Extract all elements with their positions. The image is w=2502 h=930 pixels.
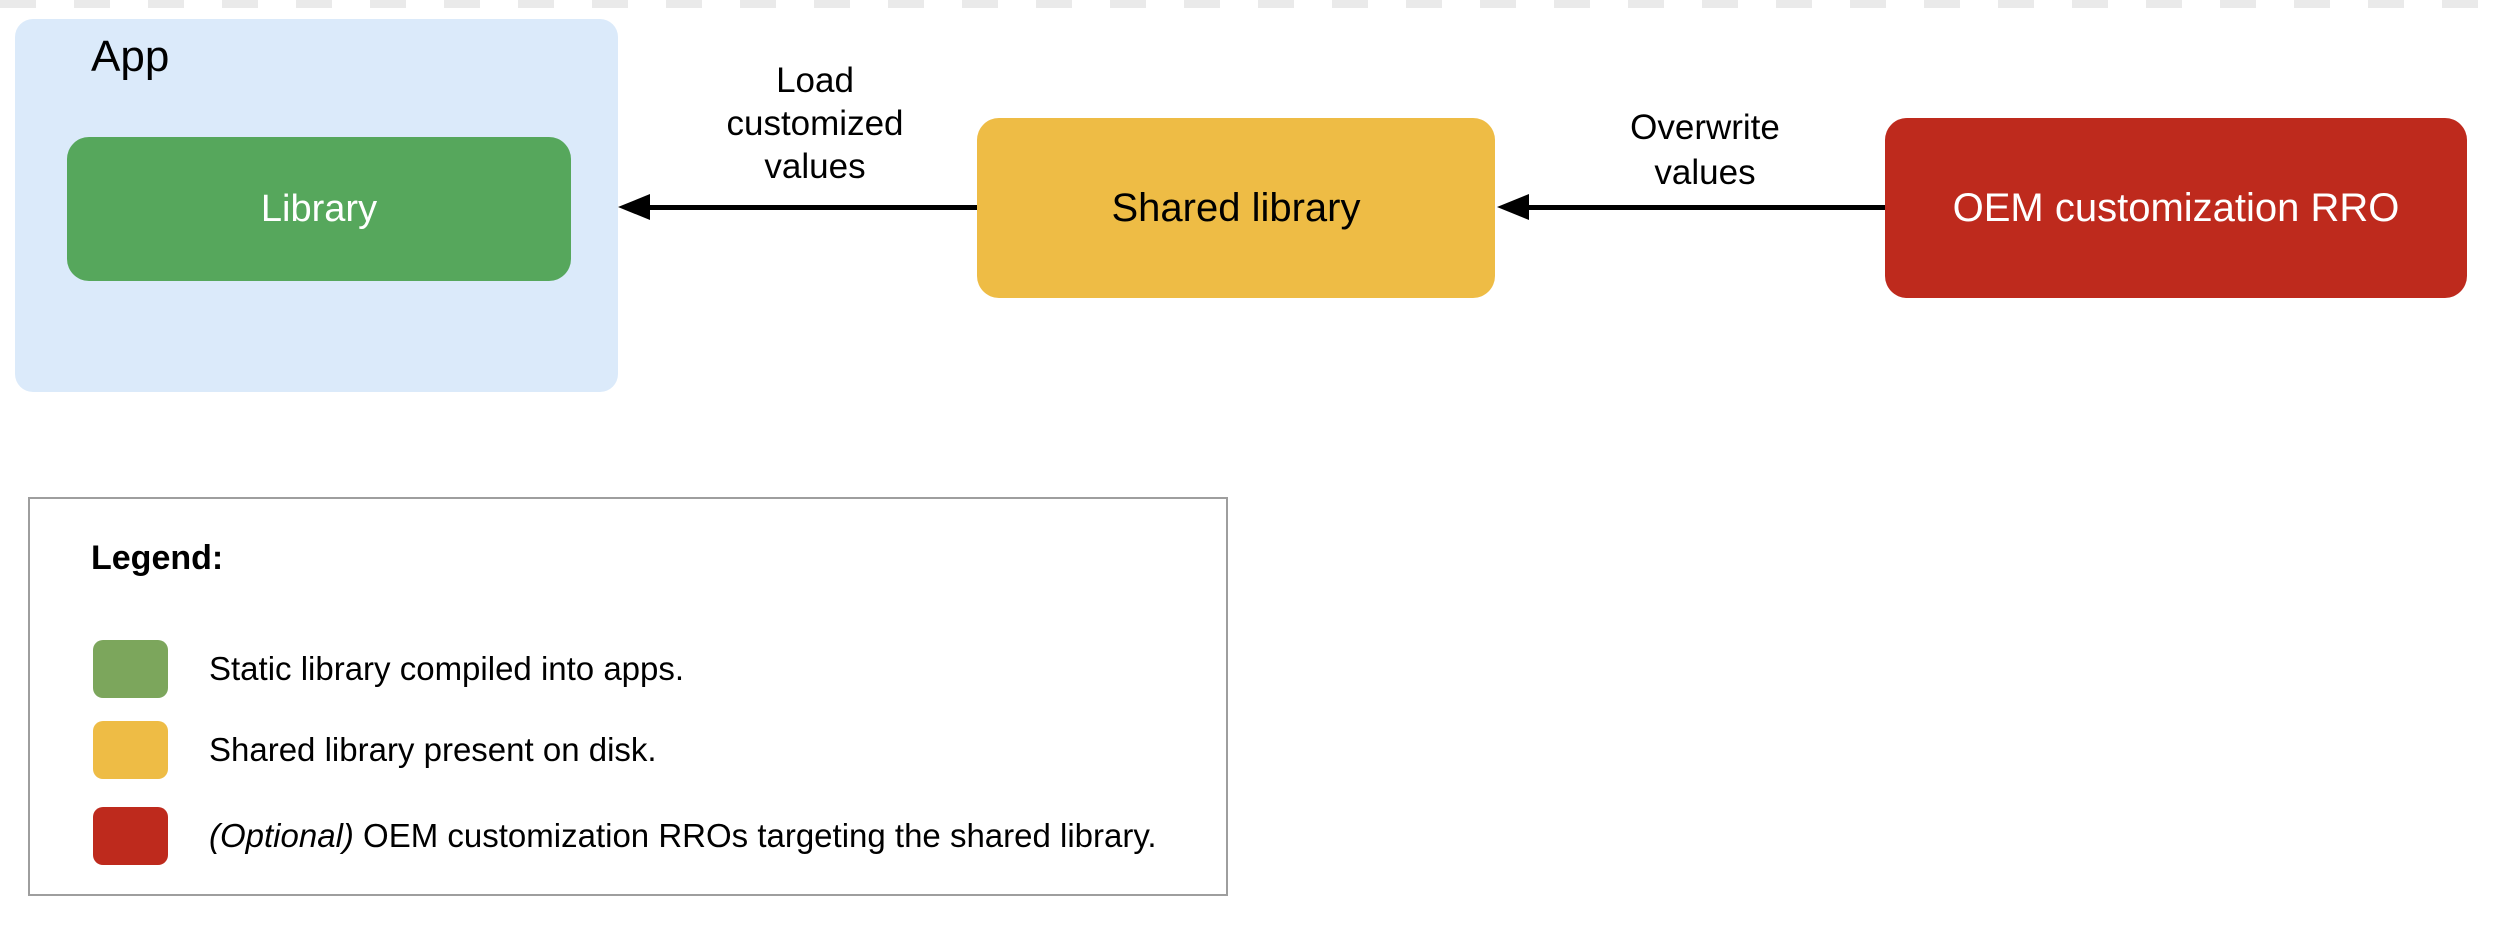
arrow-left-icon [1497,194,1529,220]
app-container: App Library [15,19,618,392]
yellow-swatch-icon [93,721,168,779]
legend-item-shared-library: Shared library present on disk. [93,721,657,779]
legend-item-label: Shared library present on disk. [209,731,657,768]
library-node: Library [67,137,571,281]
library-label: Library [260,187,378,230]
arrow-left-icon [618,194,650,220]
legend-item-static-library: Static library compiled into apps. [93,640,684,698]
shared-library-node: Shared library [977,118,1495,298]
red-swatch-icon [93,807,168,865]
legend-item-label: Static library compiled into apps. [209,650,685,687]
legend-item-text: Shared library present on disk. [209,731,657,769]
arrow-overwrite-label: Overwrite values [1630,108,1780,192]
shared-library-label: Shared library [1111,185,1361,230]
legend-item-prefix: (Optional) [209,817,354,854]
oem-customization-rro-node: OEM customization RRO [1885,118,2467,298]
legend-item-text: Static library compiled into apps. [209,650,684,688]
arrow-overwrite-line [1525,205,1885,210]
legend-title: Legend: [91,539,224,577]
cropped-dashed-border [0,0,2502,8]
legend: Legend: Static library compiled into app… [28,497,1228,896]
legend-item-text: (Optional) OEM customization RROs target… [209,817,1157,855]
legend-item-label: OEM customization RROs targeting the sha… [353,817,1157,854]
app-label: App [91,32,170,81]
arrow-load-label: Load customized values [726,61,904,186]
arrow-load-line [646,205,977,210]
oem-label: OEM customization RRO [1952,185,2400,230]
legend-item-oem-rro: (Optional) OEM customization RROs target… [93,807,1157,865]
green-swatch-icon [93,640,168,698]
